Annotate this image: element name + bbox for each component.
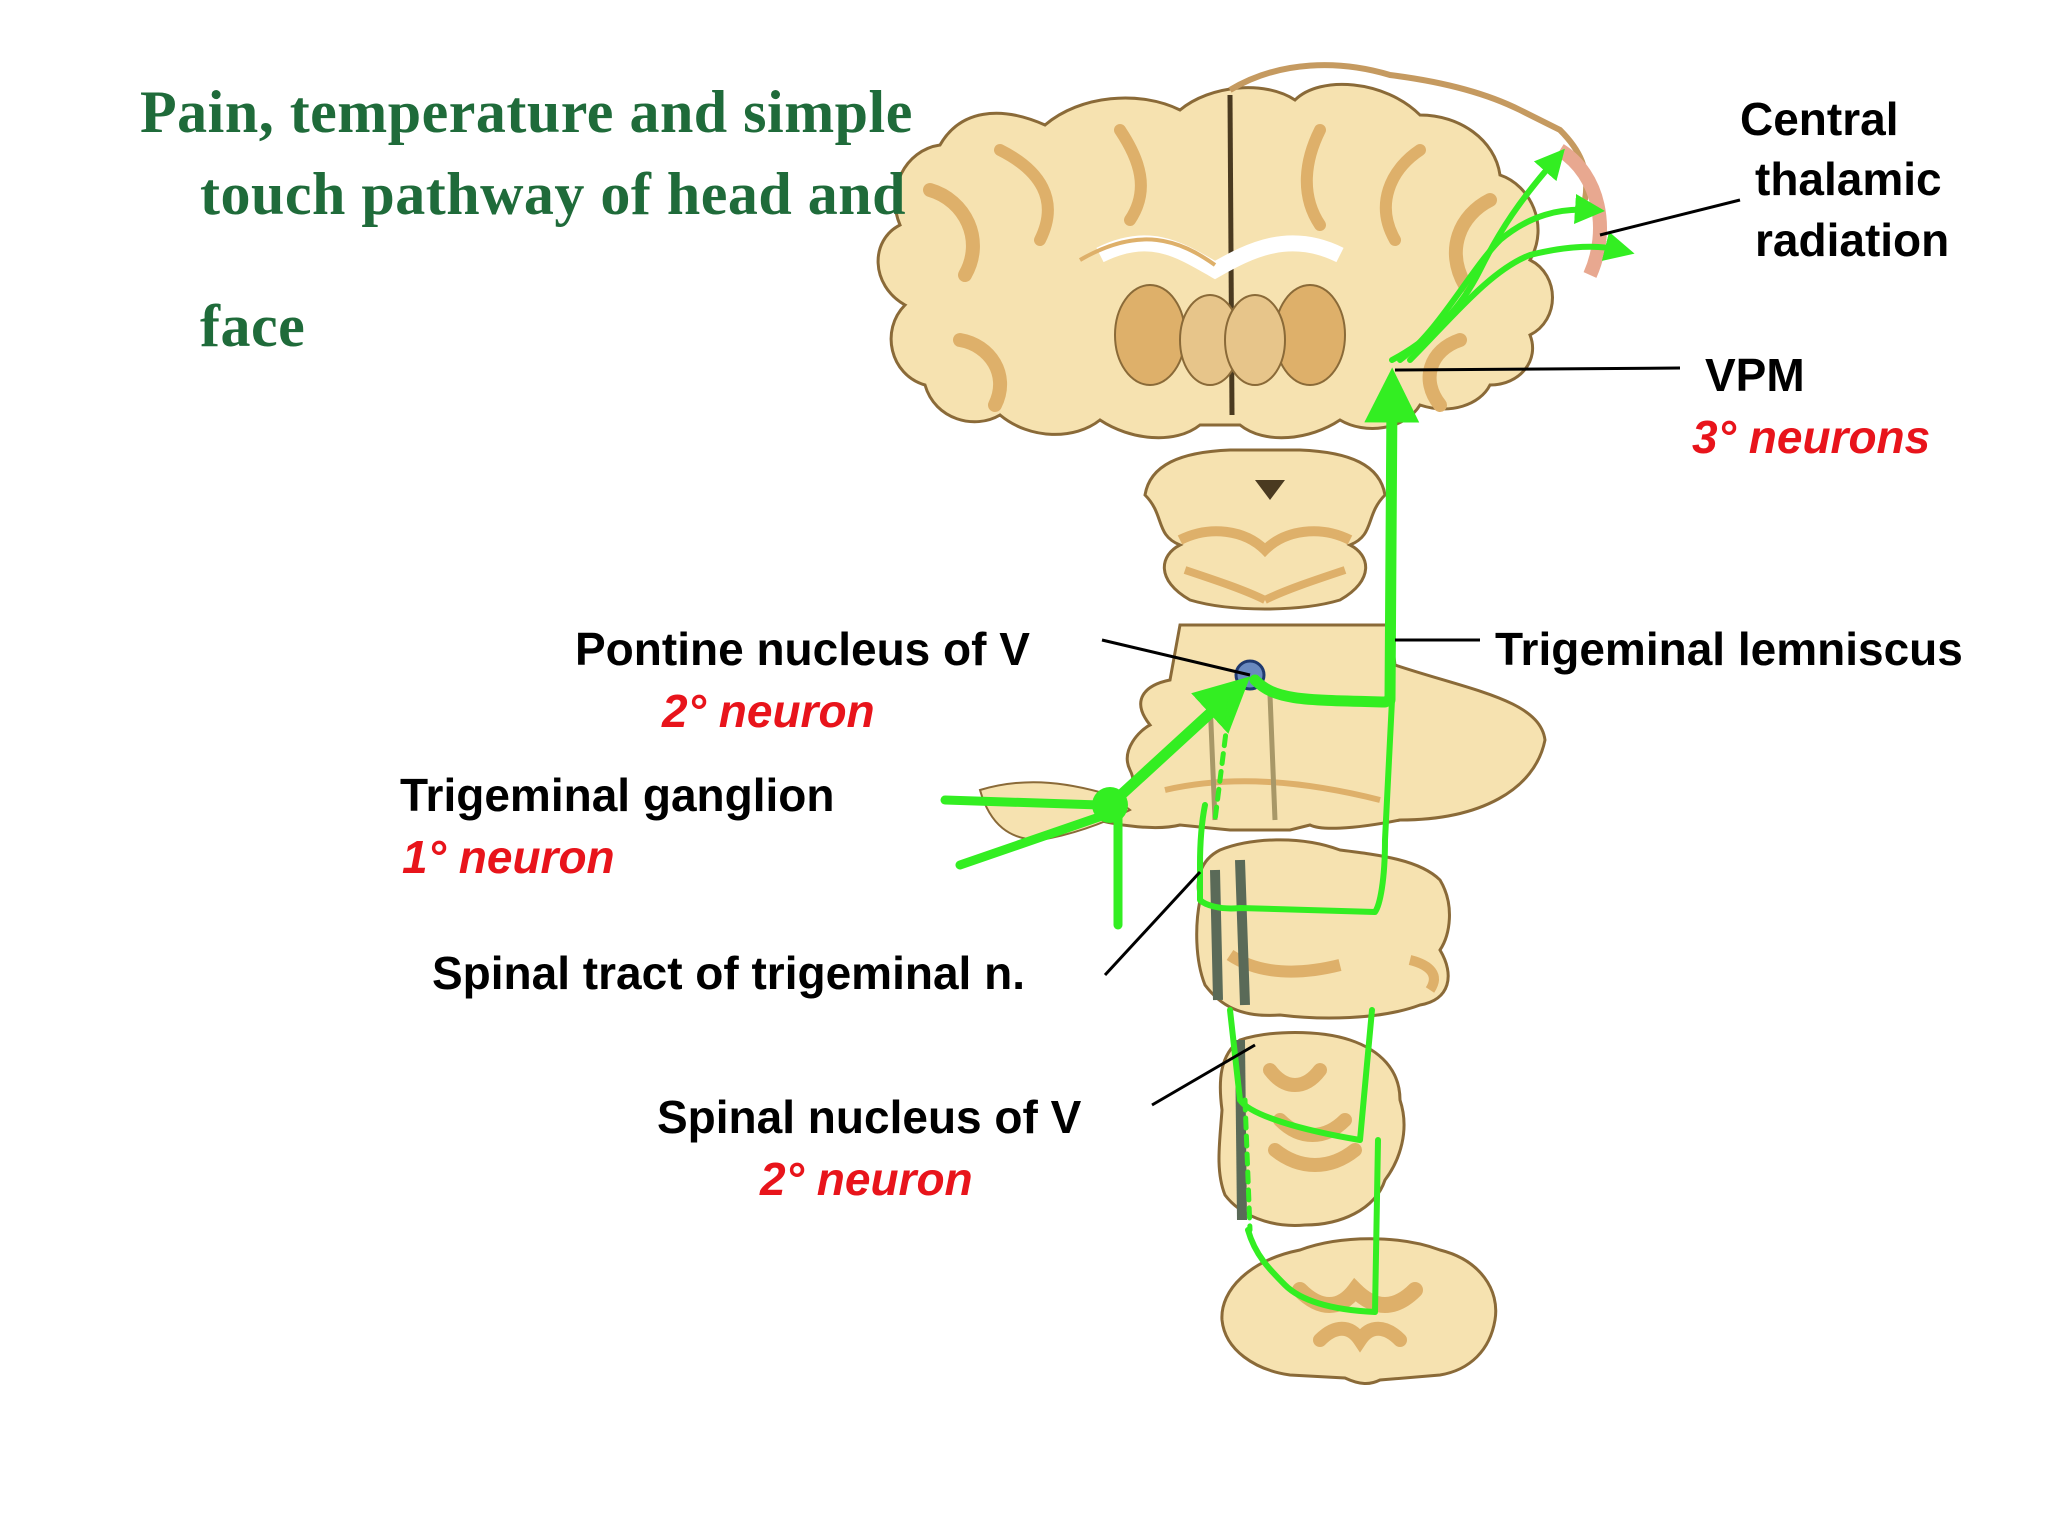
pathway-spinal-tract-dashed [1212, 697, 1233, 823]
pathway-radiation-2 [1397, 194, 1605, 363]
pathway-spinal-upper [1197, 697, 1395, 915]
pathway-radiation-3 [1407, 231, 1635, 363]
pathway-ganglion-to-pontine [1104, 676, 1251, 811]
leader-spinal-tract [1103, 870, 1202, 977]
label-central: Central [1740, 93, 1899, 145]
midbrain-section [1143, 448, 1387, 611]
label-pontine-neuron: 2° neuron [662, 685, 875, 737]
label-spinal-nucleus: Spinal nucleus of V [657, 1091, 1082, 1143]
leader-vpm [1394, 366, 1681, 372]
title-line-2: touch pathway of head and [200, 161, 906, 227]
pathway-ganglion-input-2 [955, 810, 1110, 870]
label-trigeminal-lemniscus: Trigeminal lemniscus [1495, 623, 1963, 675]
label-ganglion-neuron: 1° neuron [402, 831, 615, 883]
label-thalamic: thalamic [1755, 153, 1942, 205]
cerebrum-section [876, 62, 1607, 440]
pathway-medulla-upper [1227, 1007, 1375, 1143]
trigeminal-ganglion-dot [1092, 787, 1128, 823]
medulla-upper-section [1195, 838, 1451, 1020]
leader-pontine [1101, 638, 1251, 677]
title-line-1: Pain, temperature and simple [140, 79, 913, 145]
pathway-spinal-cord [1245, 1137, 1381, 1315]
pathway-trigeminal-lemniscus [1249, 367, 1420, 708]
title-line-3: face [200, 293, 306, 359]
green-pathways [940, 148, 1635, 1315]
label-radiation: radiation [1755, 214, 1950, 266]
label-vpm: VPM [1705, 349, 1805, 401]
leader-lines [1101, 198, 1741, 1107]
leader-central-thalamic [1599, 198, 1741, 237]
label-pontine-nucleus: Pontine nucleus of V [575, 623, 1030, 675]
trigeminal-nerve-root [978, 781, 1132, 842]
label-trigeminal-ganglion: Trigeminal ganglion [400, 769, 835, 821]
label-spinal-nucleus-neuron: 2° neuron [760, 1153, 973, 1205]
label-spinal-tract: Spinal tract of trigeminal n. [432, 947, 1025, 999]
pathway-medulla-dashed [1242, 1097, 1253, 1233]
label-vpm-neurons: 3° neurons [1692, 411, 1931, 463]
pons-section [1075, 623, 1547, 832]
leader-spinal-nucleus [1151, 1043, 1256, 1107]
pathway-ganglion-input-1 [940, 795, 1105, 810]
